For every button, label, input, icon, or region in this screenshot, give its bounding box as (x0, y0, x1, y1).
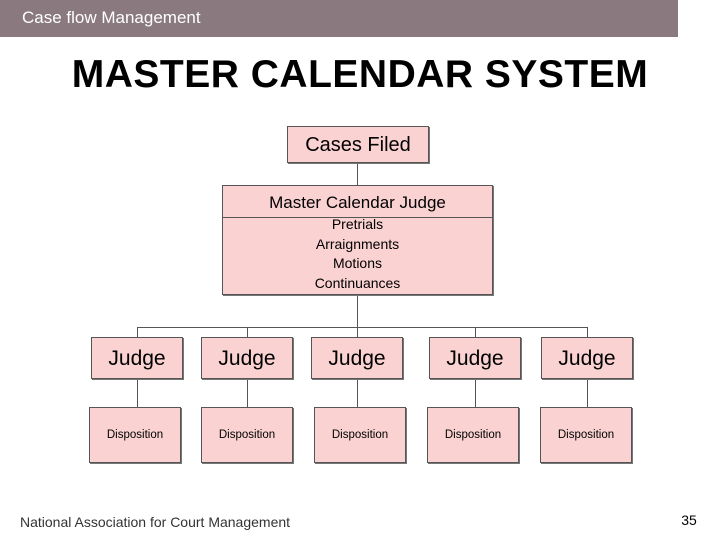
footer-org: National Association for Court Managemen… (20, 514, 291, 530)
slide-title: MASTER CALENDAR SYSTEM (71, 53, 649, 96)
connector-judge-2 (247, 327, 248, 337)
connector-judge-3 (357, 327, 358, 337)
disposition-box-5: Disposition (540, 407, 632, 463)
connector-judge-4 (475, 327, 476, 337)
cases-filed-box: Cases Filed (287, 126, 429, 163)
disposition-box-3: Disposition (314, 407, 406, 463)
master-calendar-judge-title: Master Calendar Judge (223, 186, 492, 218)
judge-box-5: Judge (541, 337, 633, 379)
duty-item: Pretrials (331, 216, 384, 232)
master-calendar-judge-box: Master Calendar Judge Pretrials Arraignm… (222, 185, 493, 295)
disposition-box-1: Disposition (89, 407, 181, 463)
connector-dispo-1 (137, 379, 138, 407)
disposition-box-2: Disposition (201, 407, 293, 463)
connector-judge-1 (137, 327, 138, 337)
connector-dispo-5 (587, 379, 588, 407)
disposition-box-4: Disposition (427, 407, 519, 463)
judge-box-3: Judge (311, 337, 403, 379)
header-bar: Case flow Management (0, 0, 678, 37)
judge-box-1: Judge (91, 337, 183, 379)
judge-box-4: Judge (429, 337, 521, 379)
duty-item: Motions (332, 255, 383, 271)
connector-dispo-4 (475, 379, 476, 407)
duty-item: Arraignments (315, 235, 400, 252)
page-number: 35 (681, 512, 697, 528)
connector-dispo-3 (357, 379, 358, 407)
connector-dispo-2 (247, 379, 248, 407)
connector-judges-horizontal (137, 327, 588, 328)
connector-cases-to-mcj (357, 163, 358, 185)
header-title: Case flow Management (22, 8, 201, 27)
master-calendar-judge-duties: Pretrials Arraignments Motions Continuan… (223, 215, 492, 293)
duty-item: Continuances (314, 274, 401, 291)
connector-judge-5 (587, 327, 588, 337)
connector-mcj-to-judges (357, 295, 358, 327)
judge-box-2: Judge (201, 337, 293, 379)
